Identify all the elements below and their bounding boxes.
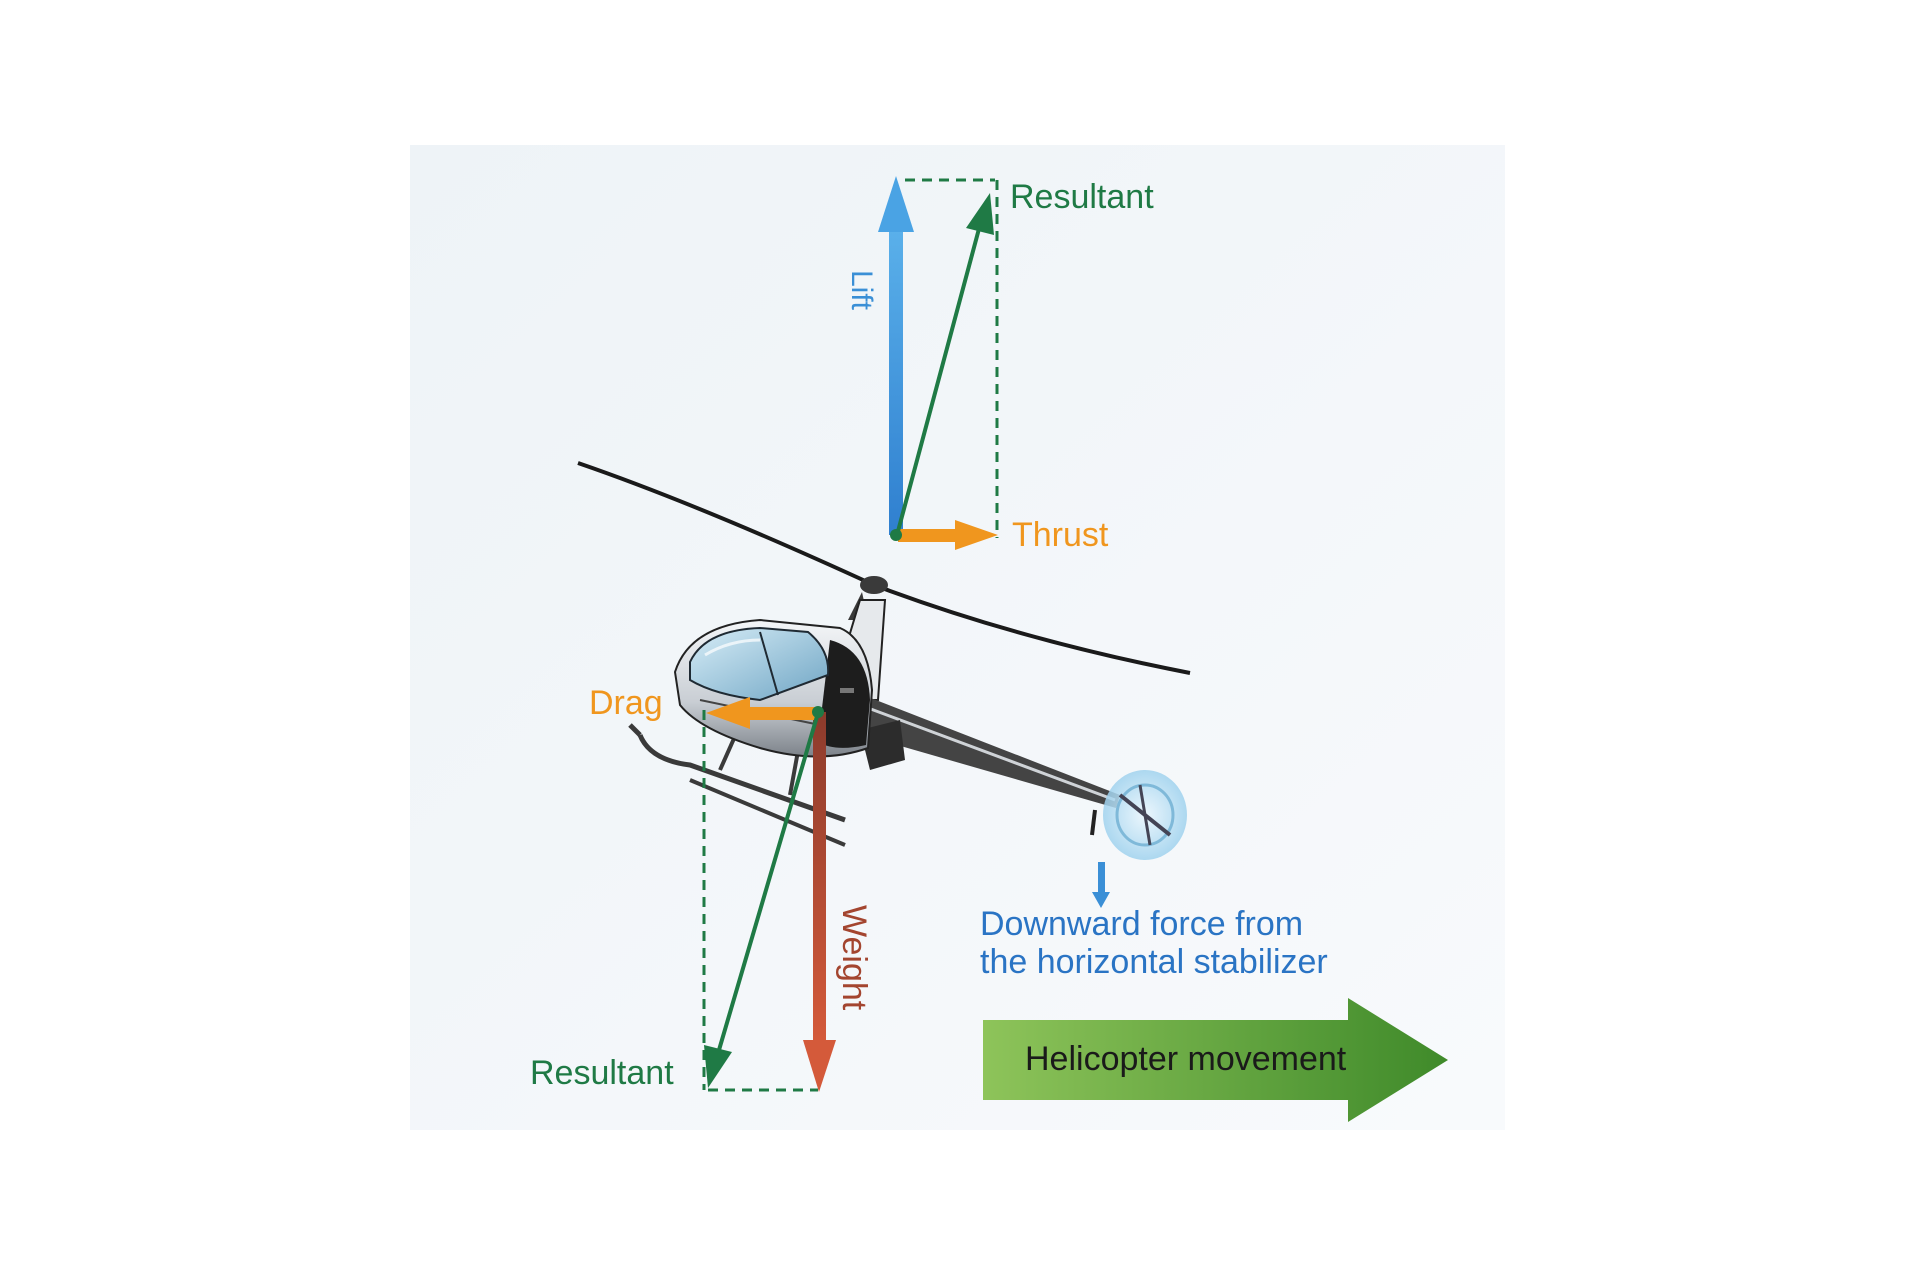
thrust-arrow — [898, 520, 998, 550]
drag-arrow — [706, 697, 817, 729]
drag-label: Drag — [589, 684, 663, 722]
resultant-top-arrow — [895, 193, 994, 536]
resultant-top-label: Resultant — [1010, 178, 1154, 216]
weight-arrow — [803, 712, 836, 1092]
movement-label: Helicopter movement — [1025, 1040, 1347, 1078]
downward-force-label-line1: Downward force from — [980, 905, 1303, 943]
downward-force-arrow — [1092, 862, 1110, 908]
resultant-bottom-arrow — [704, 712, 820, 1088]
bottom-force-origin — [812, 706, 824, 718]
resultant-bottom-label: Resultant — [530, 1054, 674, 1092]
lift-label: Lift — [845, 270, 878, 311]
weight-label: Weight — [835, 905, 873, 1011]
bottom-dashed-box — [702, 710, 818, 1092]
thrust-label: Thrust — [1012, 516, 1109, 554]
lift-arrow — [878, 176, 914, 535]
top-dashed-box — [905, 178, 999, 538]
downward-force-label-line2: the horizontal stabilizer — [980, 943, 1328, 981]
movement-arrow — [983, 998, 1448, 1122]
top-force-origin — [890, 529, 902, 541]
background-panel — [410, 145, 1505, 1130]
